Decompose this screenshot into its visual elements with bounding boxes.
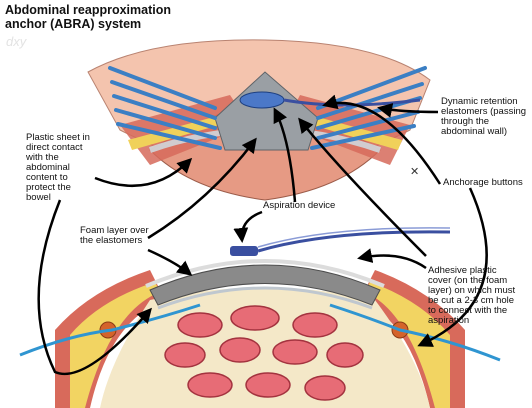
arrow-foam-top xyxy=(147,137,257,240)
callout-arrows xyxy=(37,94,488,376)
aspiration-tube-bottom xyxy=(257,230,451,253)
arrow-adhesive-top xyxy=(298,117,427,257)
fat-bottom-left xyxy=(70,282,160,408)
arrow-aspiration-top xyxy=(273,107,297,203)
arrow-dynamic-retention xyxy=(377,102,439,118)
title-line-2: anchor (ABRA) system xyxy=(5,17,142,31)
aspiration-tube-bottom-2 xyxy=(257,227,451,248)
arrow-plastic-sheet-bottom xyxy=(37,199,152,376)
label-aspiration-device: Aspiration device xyxy=(263,200,336,211)
diagram-title: Abdominal reapproximation anchor (ABRA) … xyxy=(5,3,171,31)
watermark: dxy xyxy=(6,34,27,49)
label-adhesive-cover: Adhesive plastic cover (on the foam laye… xyxy=(428,265,516,326)
arrow-aspiration-bottom xyxy=(233,210,263,243)
elastomer-bottom-left xyxy=(19,303,201,357)
aspiration-tube-top xyxy=(283,98,421,107)
elastomer-bottom-right xyxy=(329,303,501,362)
arrow-foam-bottom xyxy=(147,248,193,276)
bowel-loops xyxy=(164,305,364,401)
label-foam-layer: Foam layer over the elastomers xyxy=(80,225,149,246)
title-line-1: Abdominal reapproximation xyxy=(5,3,171,17)
arrow-anchorage-bottom xyxy=(417,187,488,347)
aspiration-device-bottom xyxy=(230,246,258,256)
elastomers-top-left xyxy=(108,66,222,150)
bottom-illustration xyxy=(19,227,501,408)
cross-mark: ✕ xyxy=(410,166,419,178)
aspiration-device-top xyxy=(239,91,285,109)
arrow-plastic-sheet-top xyxy=(94,157,193,188)
arrow-anchorage-top xyxy=(322,94,442,185)
label-plastic-sheet: Plastic sheet in direct contact with the… xyxy=(26,132,90,203)
fat-bottom-right xyxy=(365,282,450,408)
label-dynamic-retention: Dynamic retention elastomers (passing th… xyxy=(441,96,527,137)
foam-layer-bottom xyxy=(149,264,381,306)
plastic-sheet-bottom xyxy=(157,286,373,310)
top-illustration xyxy=(87,39,431,201)
label-anchorage-buttons: Anchorage buttons xyxy=(443,177,523,188)
arrow-adhesive-bottom xyxy=(357,248,427,270)
adhesive-cover-bottom xyxy=(145,259,385,288)
